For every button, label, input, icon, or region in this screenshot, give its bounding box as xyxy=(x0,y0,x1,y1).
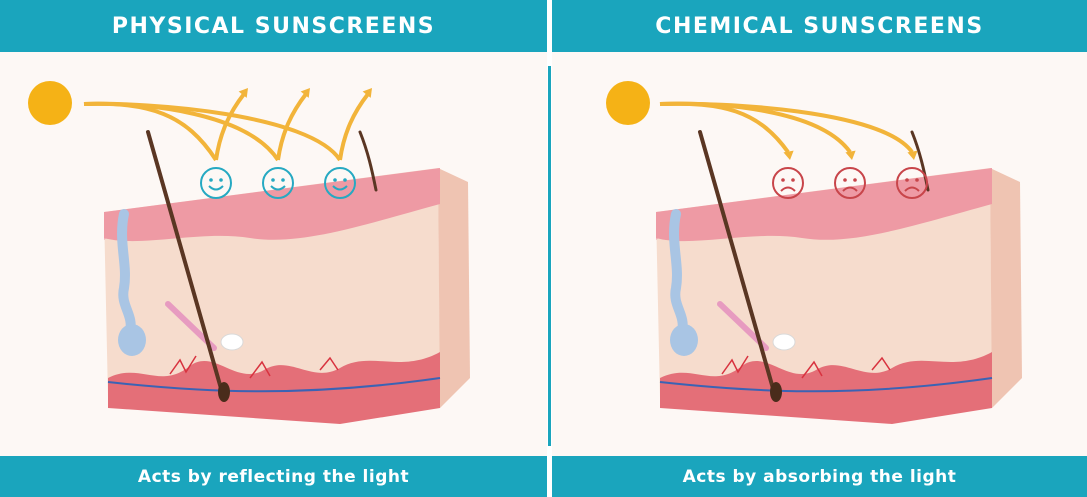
skin-side-face xyxy=(990,168,1022,408)
physical-title: PHYSICAL SUNSCREENS xyxy=(112,14,435,39)
sun-icon xyxy=(28,81,72,125)
center-rule xyxy=(548,66,551,446)
sun-icon xyxy=(606,81,650,125)
chemical-title-bar: CHEMICAL SUNSCREENS xyxy=(552,0,1087,52)
absorbed-ray xyxy=(660,104,856,160)
arrowhead xyxy=(845,151,855,160)
sebaceous-gland xyxy=(773,334,795,350)
arrowhead xyxy=(783,151,793,160)
skin-block xyxy=(656,132,1022,424)
sweat-gland xyxy=(670,324,698,356)
smiley-face-icon xyxy=(201,168,231,198)
sweat-gland xyxy=(118,324,146,356)
skin-side-face xyxy=(438,168,470,408)
arrowhead xyxy=(907,151,917,160)
chemical-title: CHEMICAL SUNSCREENS xyxy=(655,14,983,39)
hair-follicle xyxy=(770,382,782,402)
chemical-caption: Acts by absorbing the light xyxy=(683,467,957,487)
chemical-skin-diagram xyxy=(552,52,1087,456)
skin-block xyxy=(104,132,470,424)
hair-follicle xyxy=(218,382,230,402)
physical-caption-bar: Acts by reflecting the light xyxy=(0,456,547,497)
sebaceous-gland xyxy=(221,334,243,350)
physical-skin-diagram xyxy=(0,52,547,456)
chemical-caption-bar: Acts by absorbing the light xyxy=(552,456,1087,497)
frowning-face-icon xyxy=(773,168,803,198)
physical-title-bar: PHYSICAL SUNSCREENS xyxy=(0,0,547,52)
physical-caption: Acts by reflecting the light xyxy=(138,467,409,487)
